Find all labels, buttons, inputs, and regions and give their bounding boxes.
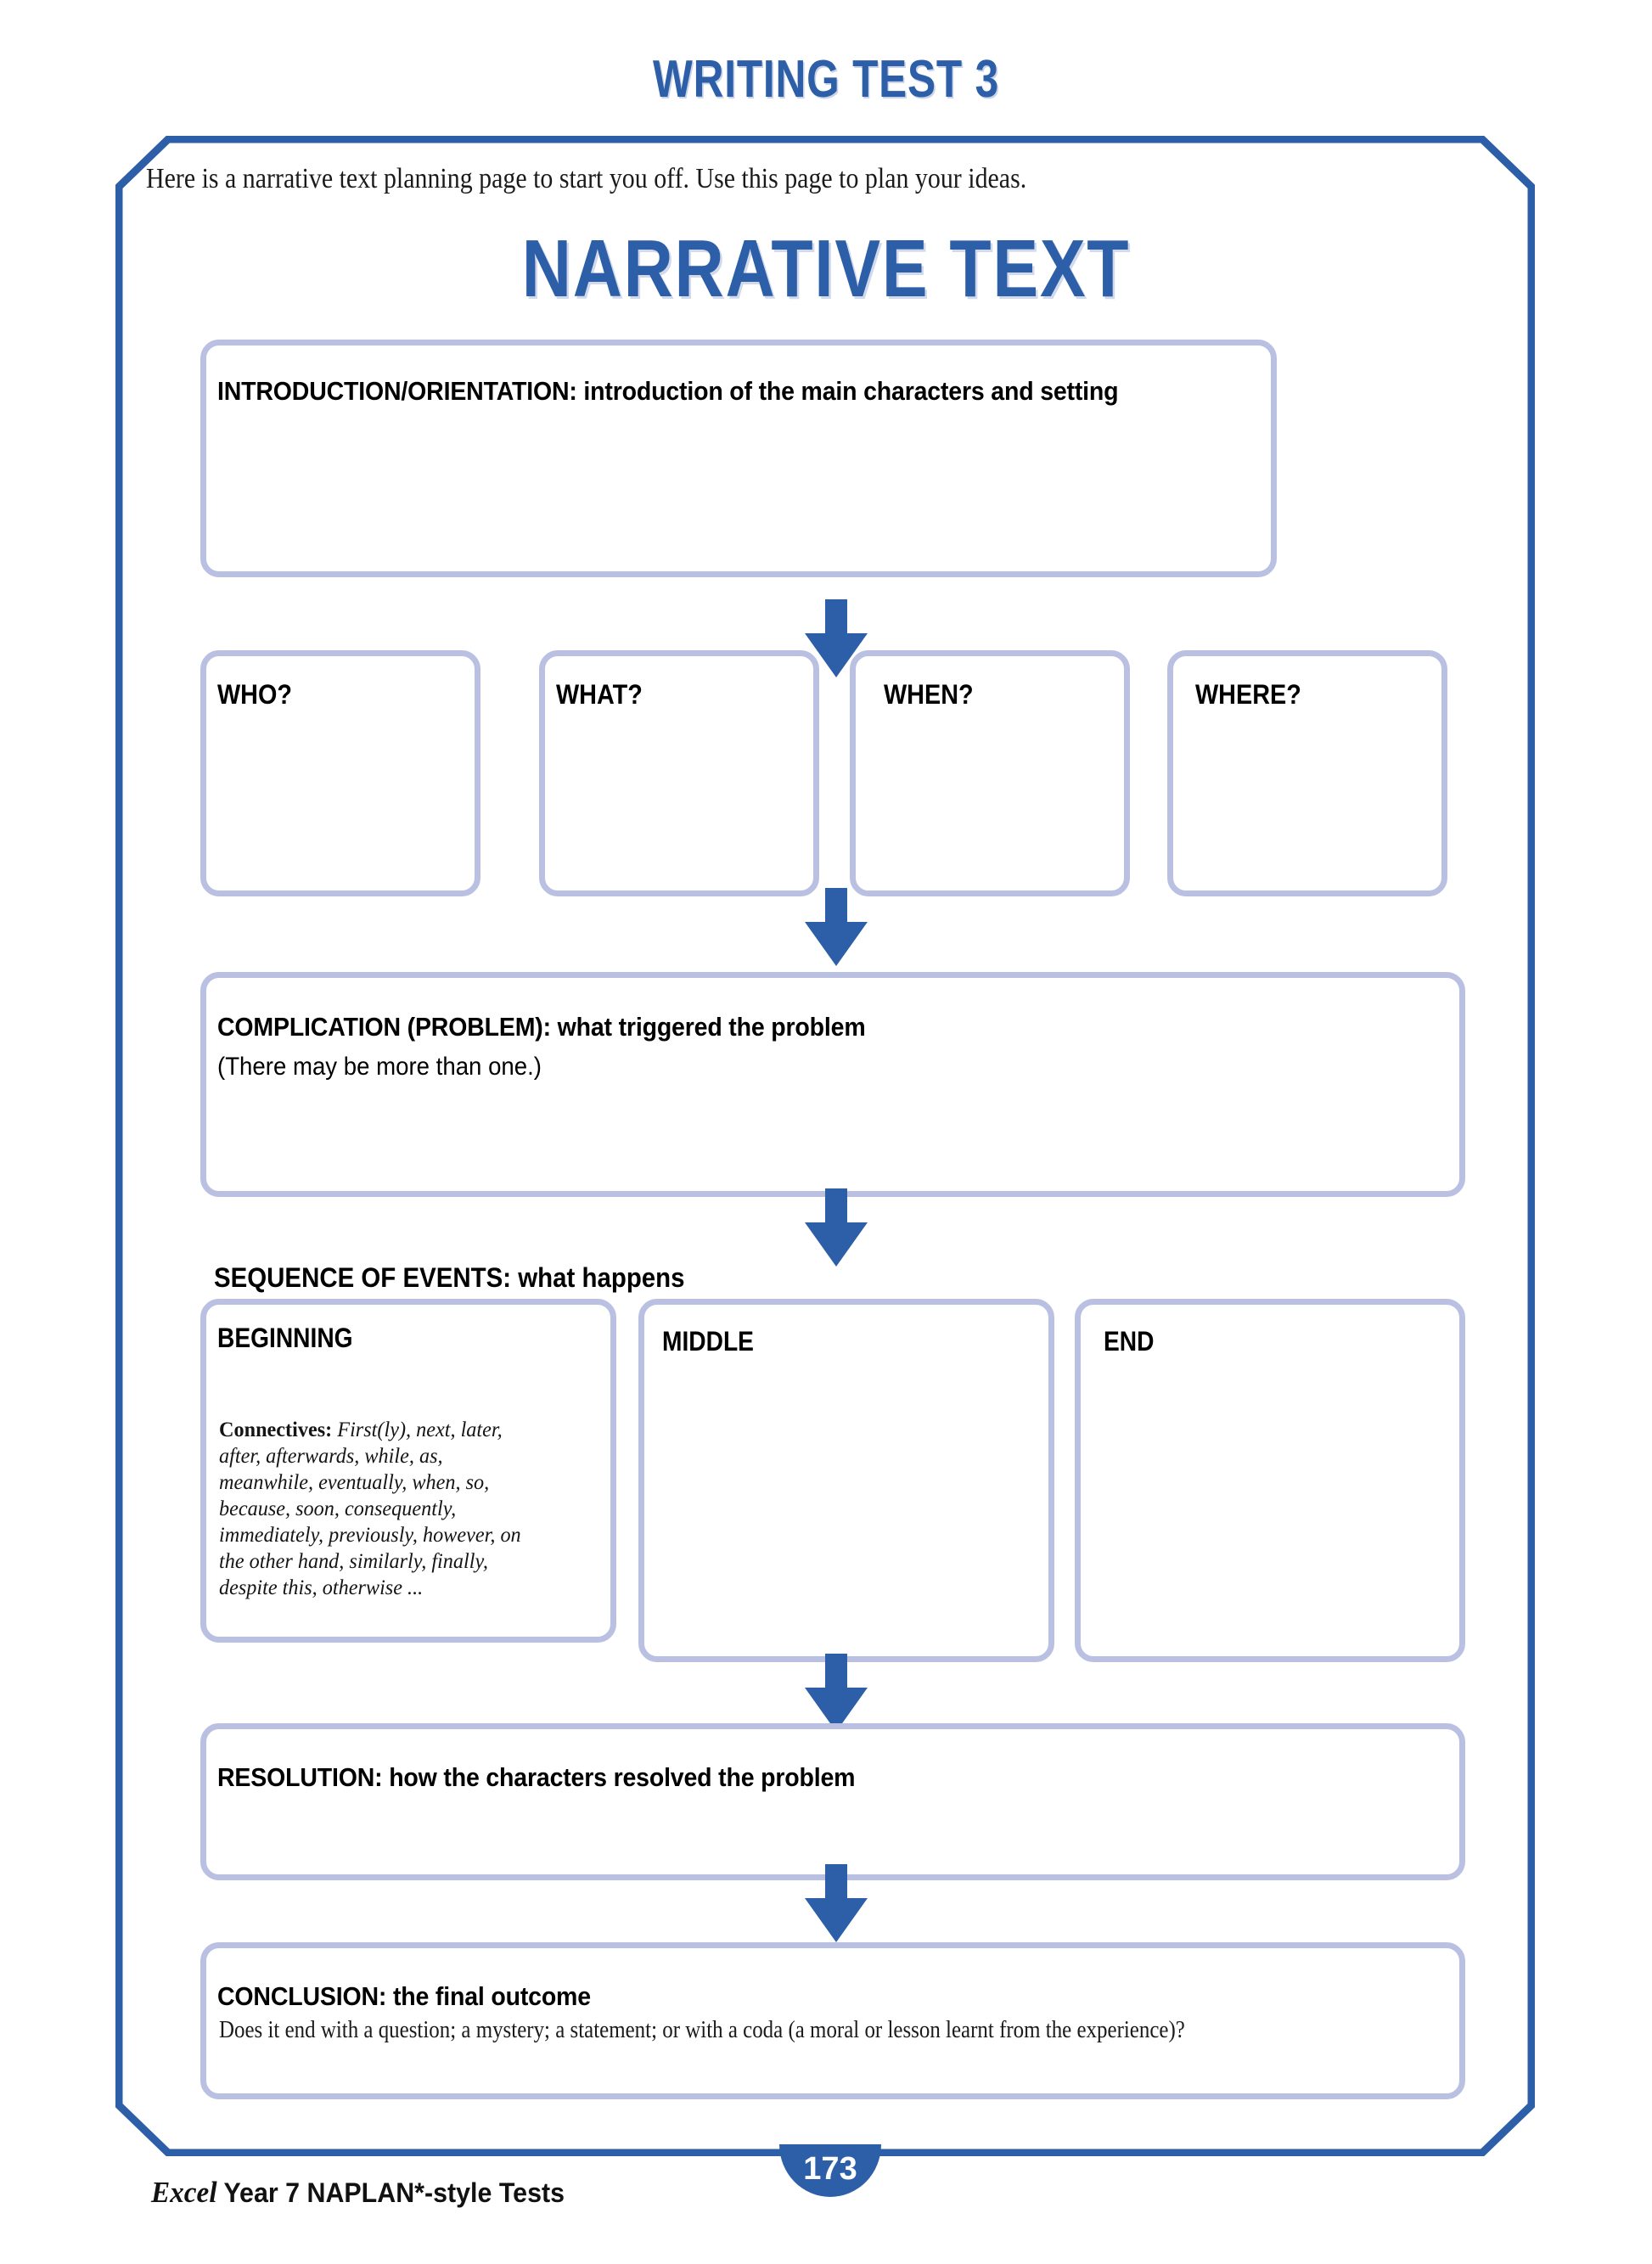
flow-arrow-down-4 xyxy=(805,1654,868,1732)
resolution-heading: RESOLUTION: how the characters resolved … xyxy=(217,1762,856,1793)
arrow-down-icon xyxy=(805,888,868,966)
sequence-description: what happens xyxy=(518,1262,685,1293)
flow-arrow-down-5 xyxy=(805,1864,868,1942)
connectives-list: First(ly), next, later, after, afterward… xyxy=(219,1417,521,1599)
introduction-orientation-heading: INTRODUCTION/ORIENTATION: introduction o… xyxy=(217,376,1119,407)
conclusion-heading: CONCLUSION: the final outcome xyxy=(217,1981,591,2012)
footer-title: Year 7 NAPLAN*-style Tests xyxy=(216,2177,565,2208)
footer-series: Excel Year 7 NAPLAN*-style Tests xyxy=(151,2176,565,2210)
arrow-down-icon xyxy=(805,1188,868,1267)
resolution-label: RESOLUTION: xyxy=(217,1762,383,1792)
footer-brand: Excel xyxy=(151,2176,217,2209)
introduction-orientation-description: introduction of the main characters and … xyxy=(583,376,1119,406)
flow-arrow-down-3 xyxy=(805,1188,868,1267)
intro-instruction: Here is a narrative text planning page t… xyxy=(146,163,1027,194)
arrow-down-icon xyxy=(805,1654,868,1732)
sequence-of-events-heading: SEQUENCE OF EVENTS: what happens xyxy=(214,1262,685,1294)
sequence-stage-label-beginning: BEGINNING xyxy=(217,1323,353,1353)
question-box-when[interactable] xyxy=(850,650,1130,896)
question-label-what: WHAT? xyxy=(556,679,643,710)
resolution-description: how the characters resolved the problem xyxy=(389,1762,856,1792)
sequence-label: SEQUENCE OF EVENTS: xyxy=(214,1262,512,1293)
connectives-label: Connectives: xyxy=(219,1417,333,1441)
conclusion-note: Does it end with a question; a mystery; … xyxy=(219,2016,1185,2043)
arrow-down-icon xyxy=(805,1864,868,1942)
question-box-who[interactable] xyxy=(200,650,480,896)
sequence-stage-label-end: END xyxy=(1104,1326,1155,1357)
question-label-who: WHO? xyxy=(217,679,292,710)
sequence-box-beginning[interactable] xyxy=(200,1299,616,1643)
page-number-badge: 173 xyxy=(779,2144,881,2197)
question-box-what[interactable] xyxy=(539,650,819,896)
conclusion-label: CONCLUSION: xyxy=(217,1981,387,2011)
resolution-box[interactable] xyxy=(200,1723,1465,1880)
sequence-box-middle[interactable] xyxy=(638,1299,1054,1662)
complication-box[interactable] xyxy=(200,972,1465,1197)
flow-arrow-down-1 xyxy=(805,599,868,677)
question-label-where: WHERE? xyxy=(1195,679,1301,710)
page-frame-outline xyxy=(115,136,1535,2156)
page-frame xyxy=(115,136,1535,2156)
conclusion-description: the final outcome xyxy=(392,1981,591,2011)
complication-label: COMPLICATION (PROBLEM): xyxy=(217,1012,551,1042)
introduction-orientation-label: INTRODUCTION/ORIENTATION: xyxy=(217,376,577,406)
complication-heading: COMPLICATION (PROBLEM): what triggered t… xyxy=(217,1012,866,1042)
narrative-text-title: NARRATIVE TEXT xyxy=(521,223,1131,314)
complication-note: (There may be more than one.) xyxy=(217,1053,542,1081)
conclusion-box[interactable] xyxy=(200,1942,1465,2099)
complication-description: what triggered the problem xyxy=(557,1012,866,1042)
sequence-stage-label-middle: MIDDLE xyxy=(662,1326,754,1357)
question-label-when: WHEN? xyxy=(884,679,974,710)
flow-arrow-down-2 xyxy=(805,888,868,966)
introduction-orientation-box[interactable] xyxy=(200,340,1277,577)
sequence-box-end[interactable] xyxy=(1075,1299,1465,1662)
arrow-down-icon xyxy=(805,599,868,677)
question-box-where[interactable] xyxy=(1167,650,1447,896)
page-title: WRITING TEST 3 xyxy=(653,50,999,109)
connectives-text: Connectives: First(ly), next, later, aft… xyxy=(219,1416,542,1600)
